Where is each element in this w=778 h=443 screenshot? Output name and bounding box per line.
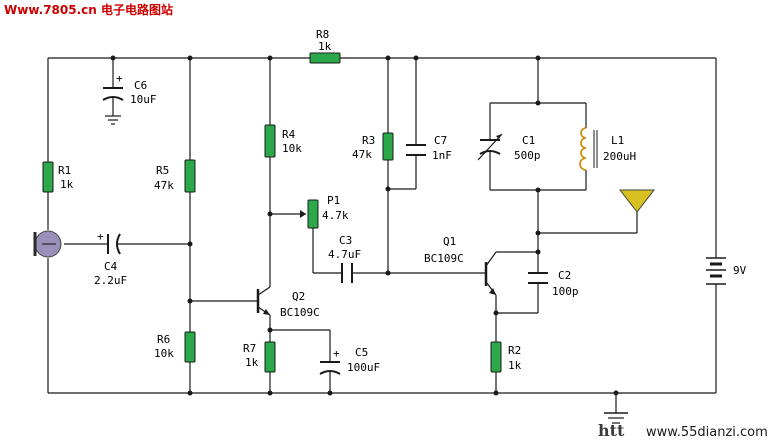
c6-value: 10uF (130, 93, 157, 106)
ground-icon (604, 412, 628, 424)
capacitor-c7: C7 1nF (406, 134, 452, 162)
q2-name: Q2 (292, 290, 305, 303)
c3-name: C3 (339, 234, 352, 247)
resistor-r6: R6 10k (154, 331, 196, 363)
junction-dots (110, 55, 619, 396)
resistor-r7: R7 1k (243, 341, 276, 373)
c4-value: 2.2uF (94, 274, 127, 287)
resistor-r3: R3 47k (352, 132, 394, 161)
resistor-r1: R1 1k (42, 161, 74, 193)
resistor-r8: R8 1k (309, 28, 341, 64)
q2-value: BC109C (280, 306, 320, 319)
r5-value: 47k (154, 179, 174, 192)
r7-value: 1k (245, 356, 259, 369)
capacitor-c5: + C5 100uF (319, 346, 380, 375)
c6-polarity: + (116, 72, 123, 85)
battery-9v: 9V (706, 257, 747, 285)
resistor-r4: R4 10k (264, 124, 302, 158)
r2-value: 1k (508, 359, 522, 372)
c3-value: 4.7uF (328, 248, 361, 261)
r1-name: R1 (58, 164, 71, 177)
c2-name: C2 (558, 269, 571, 282)
wires (47, 57, 717, 413)
capacitor-c2: C2 100p (528, 269, 579, 298)
c7-name: C7 (434, 134, 447, 147)
c1-value: 500p (514, 149, 541, 162)
inductor-l1: L1 200uH (579, 127, 636, 171)
r1-value: 1k (60, 178, 74, 191)
battery-value: 9V (733, 264, 747, 277)
resistor-r2: R2 1k (490, 341, 522, 373)
c6-name: C6 (134, 79, 147, 92)
watermark-url: www.55dianzi.com (646, 425, 768, 440)
r8-name: R8 (316, 28, 329, 41)
c4-polarity: + (97, 230, 104, 243)
microphone (33, 230, 62, 258)
potentiometer-p1: P1 4.7k (300, 194, 349, 229)
l1-value: 200uH (603, 150, 636, 163)
transistor-q2: Q2 BC109C (256, 286, 320, 319)
l1-name: L1 (611, 134, 624, 147)
antenna-icon (618, 189, 656, 213)
r8-value: 1k (318, 40, 332, 53)
watermark-logo: htt (598, 421, 625, 440)
c7-value: 1nF (432, 149, 452, 162)
c2-value: 100p (552, 285, 579, 298)
r3-name: R3 (362, 134, 375, 147)
r3-value: 47k (352, 148, 372, 161)
r4-name: R4 (282, 128, 296, 141)
c4-name: C4 (104, 260, 118, 273)
r6-name: R6 (157, 333, 170, 346)
r7-name: R7 (243, 342, 256, 355)
r4-value: 10k (282, 142, 302, 155)
transistor-q1: Q1 BC109C (424, 235, 497, 296)
capacitor-c4: + C4 2.2uF (94, 230, 127, 287)
c1-name: C1 (522, 134, 535, 147)
r5-name: R5 (156, 164, 169, 177)
capacitor-c1-variable: C1 500p (477, 133, 541, 162)
q1-value: BC109C (424, 252, 464, 265)
c5-polarity: + (333, 347, 340, 360)
p1-name: P1 (327, 194, 340, 207)
p1-value: 4.7k (322, 209, 349, 222)
resistor-r5: R5 47k (154, 159, 196, 193)
q1-name: Q1 (443, 235, 456, 248)
capacitor-c3: C3 4.7uF (328, 234, 361, 283)
r2-name: R2 (508, 344, 521, 357)
c5-value: 100uF (347, 361, 380, 374)
c5-name: C5 (355, 346, 368, 359)
r6-value: 10k (154, 347, 174, 360)
capacitor-c6: + C6 10uF (102, 72, 157, 125)
watermark-top: Www.7805.cn 电子电路图站 (4, 2, 173, 17)
